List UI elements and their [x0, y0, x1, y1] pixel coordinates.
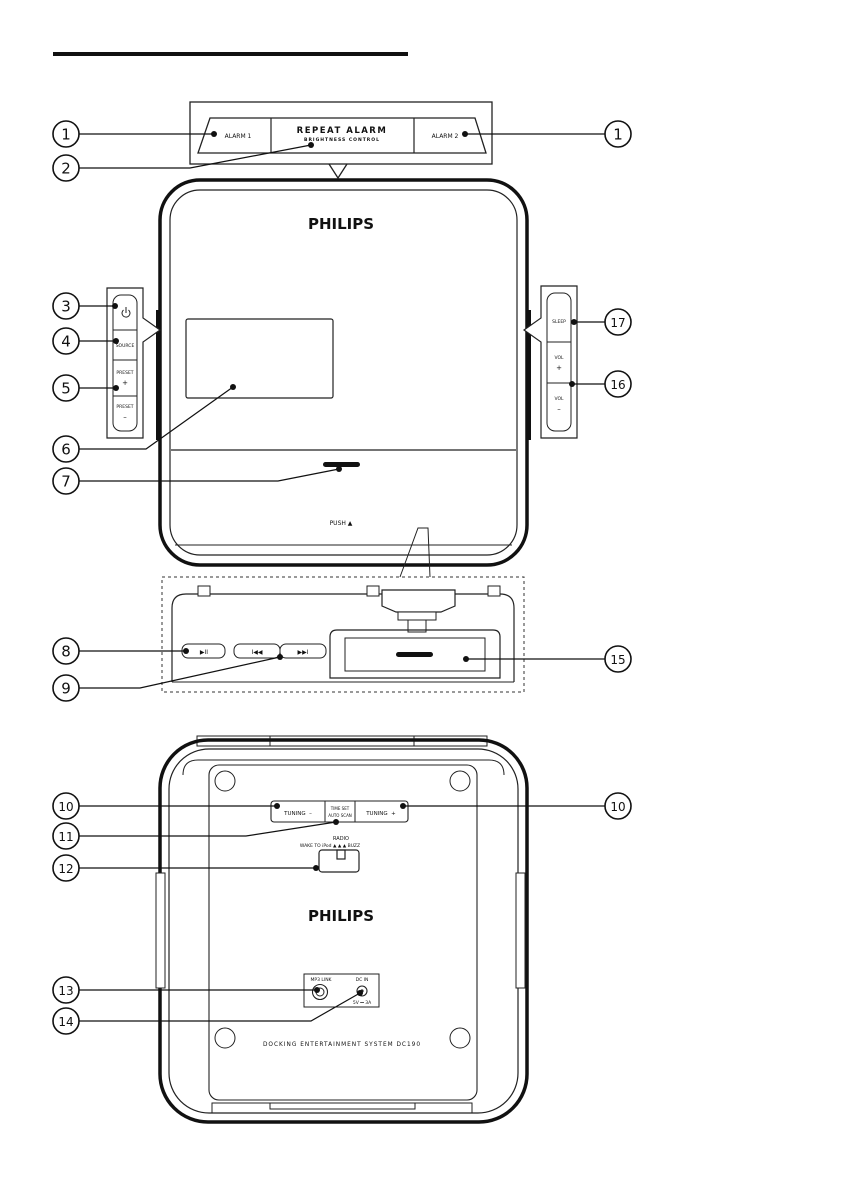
wake-to-switch[interactable]	[319, 850, 359, 872]
svg-text:4: 4	[61, 333, 71, 351]
play-pause-glyph: ▶II	[200, 649, 208, 656]
preset-up-label: PRESET	[116, 370, 133, 376]
sleep-label: SLEEP	[552, 319, 566, 325]
callout-12: 12	[53, 855, 79, 881]
section-header-rule	[53, 52, 408, 56]
next-glyph: ▶▶I	[298, 649, 309, 656]
prev-glyph: I◀◀	[252, 649, 263, 656]
callout-15: 15	[605, 646, 631, 672]
preset-up-sign: +	[122, 379, 128, 387]
svg-text:15: 15	[610, 653, 625, 667]
svg-text:3: 3	[61, 298, 71, 316]
eject-tray-handle	[323, 462, 360, 467]
source-label: SOURCE	[116, 343, 135, 349]
svg-text:16: 16	[610, 378, 625, 392]
model-label: DOCKING ENTERTAINMENT SYSTEM DC190	[263, 1042, 421, 1048]
svg-text:17: 17	[610, 316, 625, 330]
callout-14: 14	[53, 1008, 79, 1034]
right-button-panel: SLEEP VOL + VOL –	[524, 286, 577, 438]
top-panel: ALARM 1 REPEAT ALARM BRIGHTNESS CONTROL …	[190, 102, 492, 178]
callout-8: 8	[53, 638, 79, 664]
time-set-label: TIME SET	[330, 806, 350, 811]
repeat-alarm-label: REPEAT ALARM	[297, 126, 388, 136]
tuning-plus-label: TUNING +	[365, 811, 396, 817]
callout-13: 13	[53, 977, 79, 1003]
callout-10-right: 10	[605, 793, 631, 819]
callout-17: 17	[605, 309, 631, 335]
svg-text:8: 8	[61, 643, 71, 661]
preset-down-sign: –	[123, 413, 127, 421]
mp3-link-jack[interactable]	[313, 985, 328, 1000]
front-unit: PHILIPS PUSH ▲	[156, 180, 531, 565]
svg-text:10: 10	[58, 800, 73, 814]
callout-11: 11	[53, 823, 79, 849]
svg-text:1: 1	[61, 126, 71, 144]
back-brand-logo: PHILIPS	[308, 907, 374, 925]
svg-text:7: 7	[61, 473, 71, 491]
callout-10-left: 10	[53, 793, 79, 819]
wake-to-label: WAKE TO iPod ▲ ▲ ▲ BUZZ	[300, 843, 360, 849]
preset-down-label: PRESET	[116, 404, 133, 410]
dock-connector-slot	[396, 652, 433, 657]
svg-text:2: 2	[61, 160, 71, 178]
svg-text:11: 11	[58, 830, 73, 844]
alarm2-label: ALARM 2	[432, 133, 459, 140]
callout-1-right: 1	[605, 121, 631, 147]
vol-up-sign: +	[556, 364, 562, 372]
tuning-minus-label: TUNING –	[283, 811, 312, 817]
left-button-panel: SOURCE PRESET + PRESET –	[107, 288, 160, 438]
callout-4: 4	[53, 328, 79, 354]
dc-in-label: DC IN	[356, 977, 369, 983]
dc-spec-label: 5V ⎓ 3A	[353, 1000, 372, 1006]
svg-text:6: 6	[61, 441, 71, 459]
vol-up-label: VOL	[554, 355, 564, 361]
callout-5: 5	[53, 375, 79, 401]
callout-6: 6	[53, 436, 79, 462]
callout-7: 7	[53, 468, 79, 494]
front-brand-logo: PHILIPS	[308, 215, 374, 233]
svg-text:5: 5	[61, 380, 71, 398]
brightness-control-label: BRIGHTNESS CONTROL	[304, 137, 380, 143]
callout-1-left: 1	[53, 121, 79, 147]
svg-text:9: 9	[61, 680, 71, 698]
mp3-link-label: MP3 LINK	[310, 977, 332, 983]
svg-text:13: 13	[58, 984, 73, 998]
auto-scan-label: AUTO SCAN	[328, 813, 352, 818]
callout-2: 2	[53, 155, 79, 181]
alarm1-label: ALARM 1	[225, 133, 252, 140]
svg-text:12: 12	[58, 862, 73, 876]
svg-text:10: 10	[610, 800, 625, 814]
vol-down-label: VOL	[554, 396, 564, 402]
callout-16: 16	[605, 371, 631, 397]
svg-text:14: 14	[58, 1015, 73, 1029]
back-unit: TUNING – TIME SET AUTO SCAN TUNING + RAD…	[156, 736, 527, 1122]
callout-9: 9	[53, 675, 79, 701]
push-eject-label: PUSH ▲	[330, 520, 353, 527]
radio-label: RADIO	[333, 836, 349, 842]
callout-3: 3	[53, 293, 79, 319]
svg-text:1: 1	[613, 126, 623, 144]
dock-detail: ▶II I◀◀ ▶▶I	[162, 528, 524, 692]
display-window	[186, 319, 333, 398]
vol-down-sign: –	[557, 405, 561, 413]
